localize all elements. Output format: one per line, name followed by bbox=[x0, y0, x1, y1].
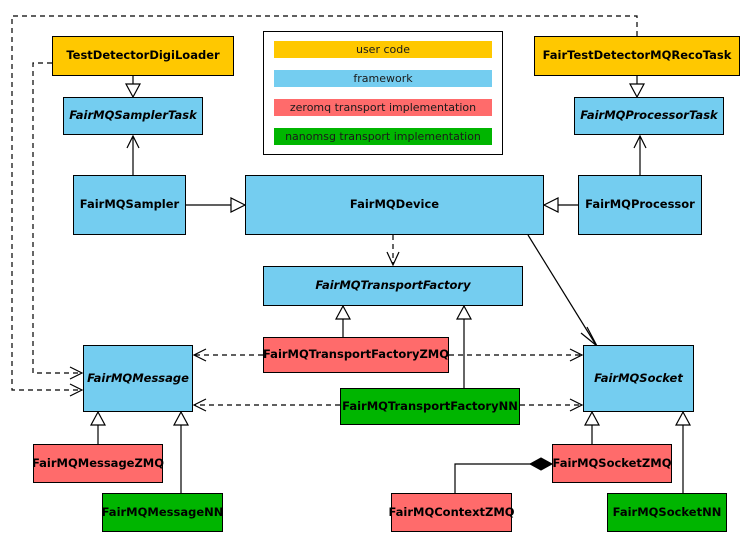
node-fairmqtransportfactory[interactable]: FairMQTransportFactory bbox=[263, 266, 523, 306]
node-fairmqsocketnn[interactable]: FairMQSocketNN bbox=[607, 493, 727, 532]
edge-association-sampler-samplertask bbox=[126, 134, 140, 175]
edge-dependency-factorynn-socket bbox=[520, 398, 584, 412]
edge-generalization-digiloader-samplertask bbox=[124, 76, 142, 99]
edge-generalization-socketnn-socket bbox=[674, 410, 692, 493]
legend-item-zeromq: zeromq transport implementation bbox=[274, 99, 492, 116]
edge-association-processor-processortask bbox=[633, 134, 647, 175]
edge-generalization-messagenn-message bbox=[172, 410, 190, 493]
legend-item-user-code: user code bbox=[274, 41, 492, 58]
node-fairmqtransportfactorynn[interactable]: FairMQTransportFactoryNN bbox=[340, 388, 520, 425]
node-fairmqmessagezmq[interactable]: FairMQMessageZMQ bbox=[32, 444, 164, 483]
node-fairmqcontextzmq[interactable]: FairMQContextZMQ bbox=[388, 493, 515, 532]
edge-generalization-factorynn-factory bbox=[455, 304, 473, 388]
edge-dependency-factorynn-message bbox=[192, 398, 340, 412]
edge-association-device-socket bbox=[527, 234, 598, 347]
edge-generalization-messagezmq-message bbox=[89, 410, 107, 444]
node-fairmqmessagenn[interactable]: FairMQMessageNN bbox=[102, 493, 223, 532]
node-fairmqdevice[interactable]: FairMQDevice bbox=[245, 175, 544, 235]
node-fairmqmessage[interactable]: FairMQMessage bbox=[83, 345, 193, 412]
node-fairtestdetectormqrecotask[interactable]: FairTestDetectorMQRecoTask bbox=[534, 36, 740, 76]
node-fairmqsocketzmq[interactable]: FairMQSocketZMQ bbox=[552, 444, 672, 483]
edge-generalization-processor-device bbox=[542, 197, 578, 213]
edge-generalization-socketzmq-socket bbox=[583, 410, 601, 444]
node-fairmqsocket[interactable]: FairMQSocket bbox=[583, 345, 694, 412]
node-fairmqprocessortask[interactable]: FairMQProcessorTask bbox=[574, 97, 724, 135]
legend-item-nanomsg: nanomsg transport implementation bbox=[274, 128, 492, 145]
edge-dependency-device-transportfactory bbox=[386, 235, 400, 267]
edge-generalization-factoryzmq-factory bbox=[334, 304, 352, 337]
edge-dependency-factoryzmq-message bbox=[192, 348, 263, 362]
legend-item-framework: framework bbox=[274, 70, 492, 87]
node-fairmqtransportfactoryzmq[interactable]: FairMQTransportFactoryZMQ bbox=[263, 337, 449, 373]
edge-dependency-factoryzmq-socket bbox=[449, 348, 584, 362]
edge-dependency-recotask-message bbox=[11, 15, 638, 397]
node-fairmqsampler[interactable]: FairMQSampler bbox=[73, 175, 186, 235]
edge-generalization-recotask-processortask bbox=[628, 76, 646, 99]
edge-composition-contextzmq-socketzmq bbox=[454, 457, 554, 493]
legend-panel: user code framework zeromq transport imp… bbox=[263, 31, 503, 155]
node-fairmqprocessor[interactable]: FairMQProcessor bbox=[578, 175, 702, 235]
node-testdetectordigiloader[interactable]: TestDetectorDigiLoader bbox=[52, 36, 234, 76]
node-fairmqsamplertask[interactable]: FairMQSamplerTask bbox=[63, 97, 203, 135]
edge-dependency-digiloader-message bbox=[32, 62, 84, 380]
edge-generalization-sampler-device bbox=[186, 197, 247, 213]
